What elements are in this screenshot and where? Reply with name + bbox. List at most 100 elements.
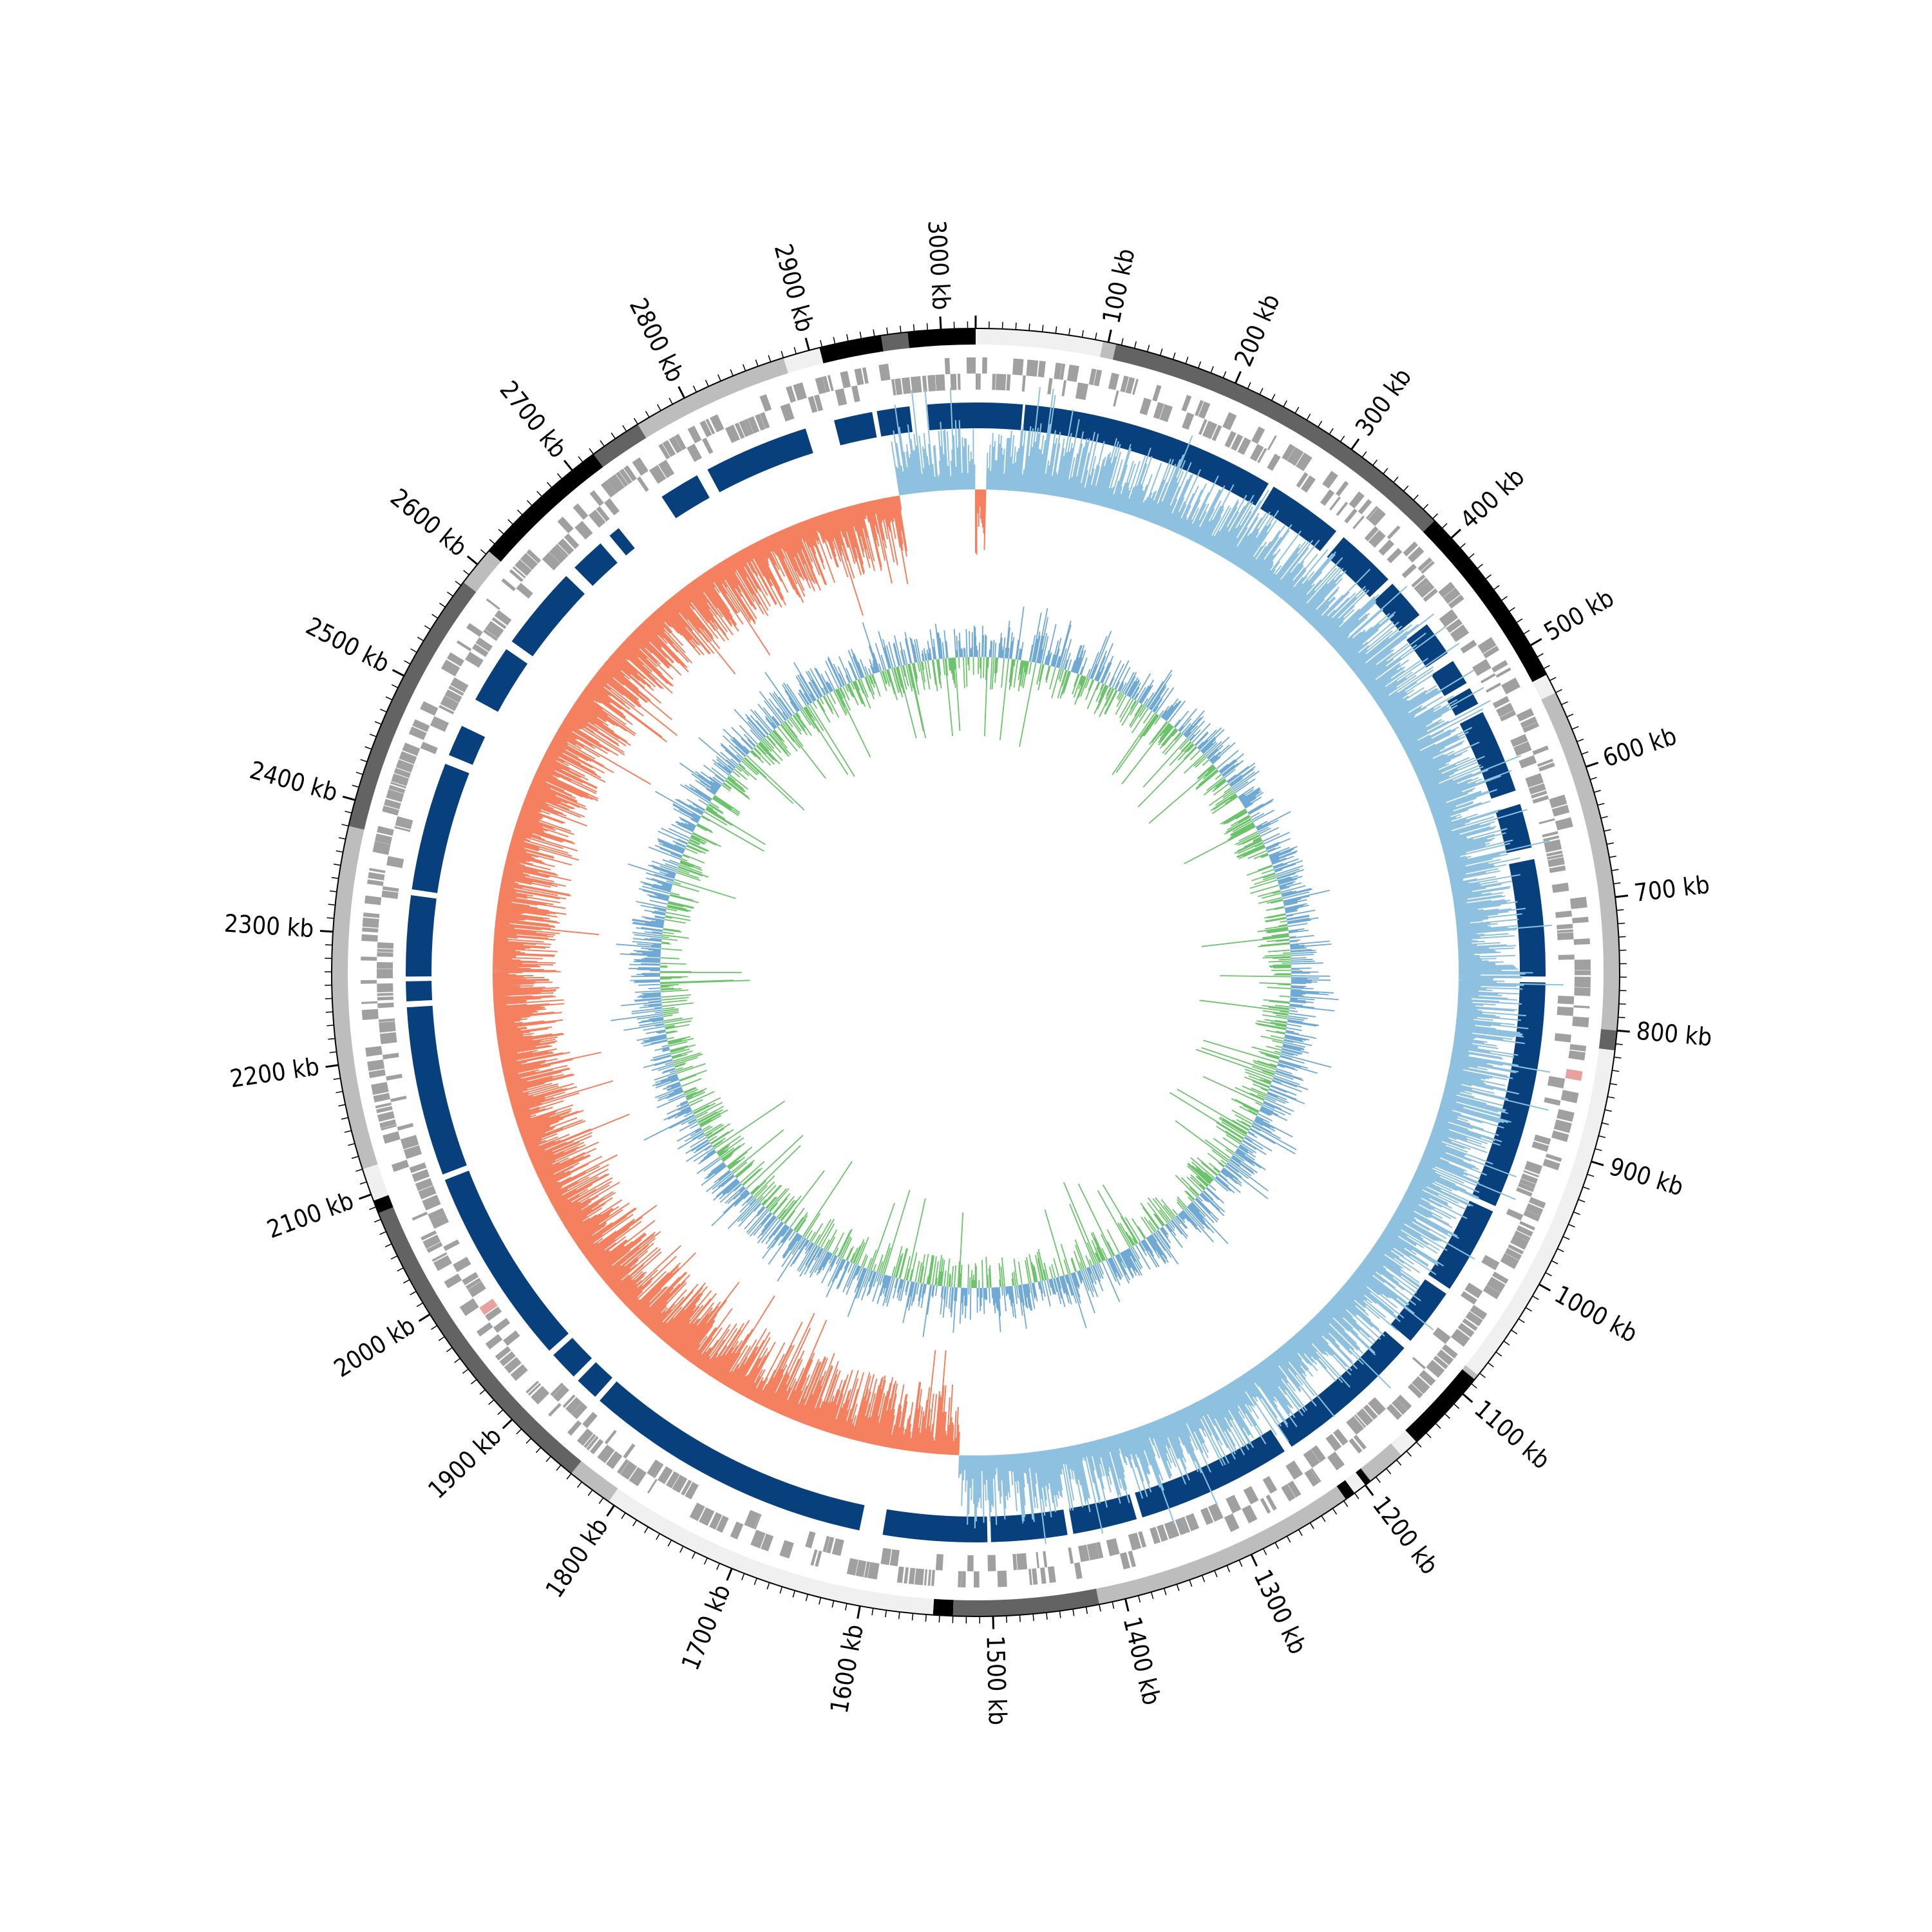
minor-tick [1386, 1468, 1392, 1475]
gene-feature [1335, 480, 1349, 497]
major-tick [418, 1313, 431, 1322]
gene-feature [1516, 708, 1535, 722]
gene-feature [1378, 539, 1395, 556]
minor-tick [438, 1336, 445, 1341]
minor-tick [480, 549, 487, 555]
minor-tick [1518, 1318, 1525, 1323]
gene-feature [753, 1513, 762, 1530]
gene-feature [658, 459, 675, 478]
gene-feature [440, 659, 460, 677]
gene-feature [662, 440, 676, 457]
gene-feature [1074, 1562, 1083, 1580]
gene-feature [891, 379, 896, 396]
gene-feature [1287, 1481, 1302, 1498]
gene-feature [1464, 1282, 1483, 1299]
minor-tick [1095, 332, 1097, 340]
tick-label: 2700 kb [494, 375, 573, 463]
minor-tick [397, 1267, 404, 1272]
gene-feature [1329, 496, 1341, 511]
minor-tick [1197, 361, 1202, 368]
minor-tick [1604, 1109, 1612, 1112]
tick-label: 1700 kb [676, 1580, 736, 1674]
contig-segment [332, 826, 378, 1170]
gene-feature [1068, 1547, 1074, 1564]
minor-tick [621, 1512, 626, 1519]
syntenic-block [1327, 537, 1388, 598]
minor-tick [1032, 1613, 1034, 1622]
gene-feature [1407, 1383, 1423, 1399]
gene-feature [1231, 433, 1244, 451]
gene-feature [759, 412, 770, 429]
gene-feature [1198, 419, 1208, 435]
syntenic-block [661, 475, 710, 518]
minor-tick [1238, 1560, 1243, 1567]
minor-tick [1393, 477, 1399, 483]
gene-feature [1352, 515, 1365, 529]
gene-feature [623, 465, 637, 482]
gene-feature [386, 789, 404, 802]
gene-feature [1333, 1428, 1349, 1446]
syntenic-block [1406, 624, 1448, 668]
gene-feature [710, 414, 724, 433]
minor-tick [447, 591, 453, 597]
minor-tick [1543, 665, 1550, 670]
gene-feature [1573, 938, 1590, 945]
major-tick [1124, 1598, 1130, 1612]
gene-feature [412, 719, 430, 732]
gene-feature [1551, 804, 1570, 817]
gene-feature [1549, 865, 1566, 873]
minor-tick [820, 340, 823, 348]
syntenic-block [553, 1338, 592, 1377]
gene-feature [668, 436, 683, 453]
gene-feature [1113, 390, 1119, 407]
gene-feature [512, 566, 526, 579]
gene-feature [381, 1124, 397, 1131]
minor-tick [526, 500, 533, 506]
syntenic-block [574, 543, 618, 586]
major-tick [726, 1567, 733, 1581]
contig-segment [1361, 1443, 1402, 1481]
minor-tick [1185, 357, 1189, 364]
gene-feature [1423, 588, 1438, 602]
gene-feature [1539, 818, 1555, 824]
syntenic-block [1472, 981, 1546, 1206]
gene-feature [1211, 424, 1222, 442]
syntenic-block [406, 981, 433, 1002]
gene-feature [931, 1569, 935, 1586]
gene-feature [987, 1555, 996, 1571]
gene-feature [1557, 929, 1573, 933]
gene-feature [361, 934, 378, 942]
gene-track [361, 357, 1591, 1588]
gene-feature [555, 544, 569, 558]
gene-feature [1222, 412, 1237, 430]
gene-feature [702, 437, 714, 454]
gene-feature [1457, 1323, 1475, 1338]
minor-tick [1477, 564, 1483, 569]
gene-feature [1304, 1469, 1320, 1487]
gene-feature [672, 1475, 688, 1493]
gene-feature [1411, 574, 1426, 588]
gene-feature [527, 1383, 542, 1396]
gene-feature [485, 1334, 503, 1350]
minor-tick [755, 359, 759, 367]
gene-feature [479, 1298, 498, 1315]
major-tick [992, 1616, 995, 1629]
gene-feature [966, 357, 976, 374]
gene-feature [1417, 557, 1433, 572]
minor-tick [1247, 382, 1251, 389]
gene-feature [1417, 581, 1435, 598]
gene-feature [1346, 1416, 1365, 1435]
minor-tick [1488, 1362, 1494, 1368]
gene-feature [1257, 448, 1267, 464]
minor-tick [792, 1590, 796, 1598]
minor-tick [1545, 1272, 1552, 1276]
syntenic-block [882, 1509, 988, 1542]
minor-tick [1611, 869, 1619, 871]
gene-feature [1450, 624, 1470, 642]
tick-label: 1400 kb [1117, 1614, 1166, 1708]
gene-feature [516, 582, 533, 599]
contig-segment [373, 1195, 393, 1213]
minor-tick [1406, 1450, 1412, 1457]
gene-feature [390, 781, 406, 789]
gene-feature [1542, 831, 1558, 838]
